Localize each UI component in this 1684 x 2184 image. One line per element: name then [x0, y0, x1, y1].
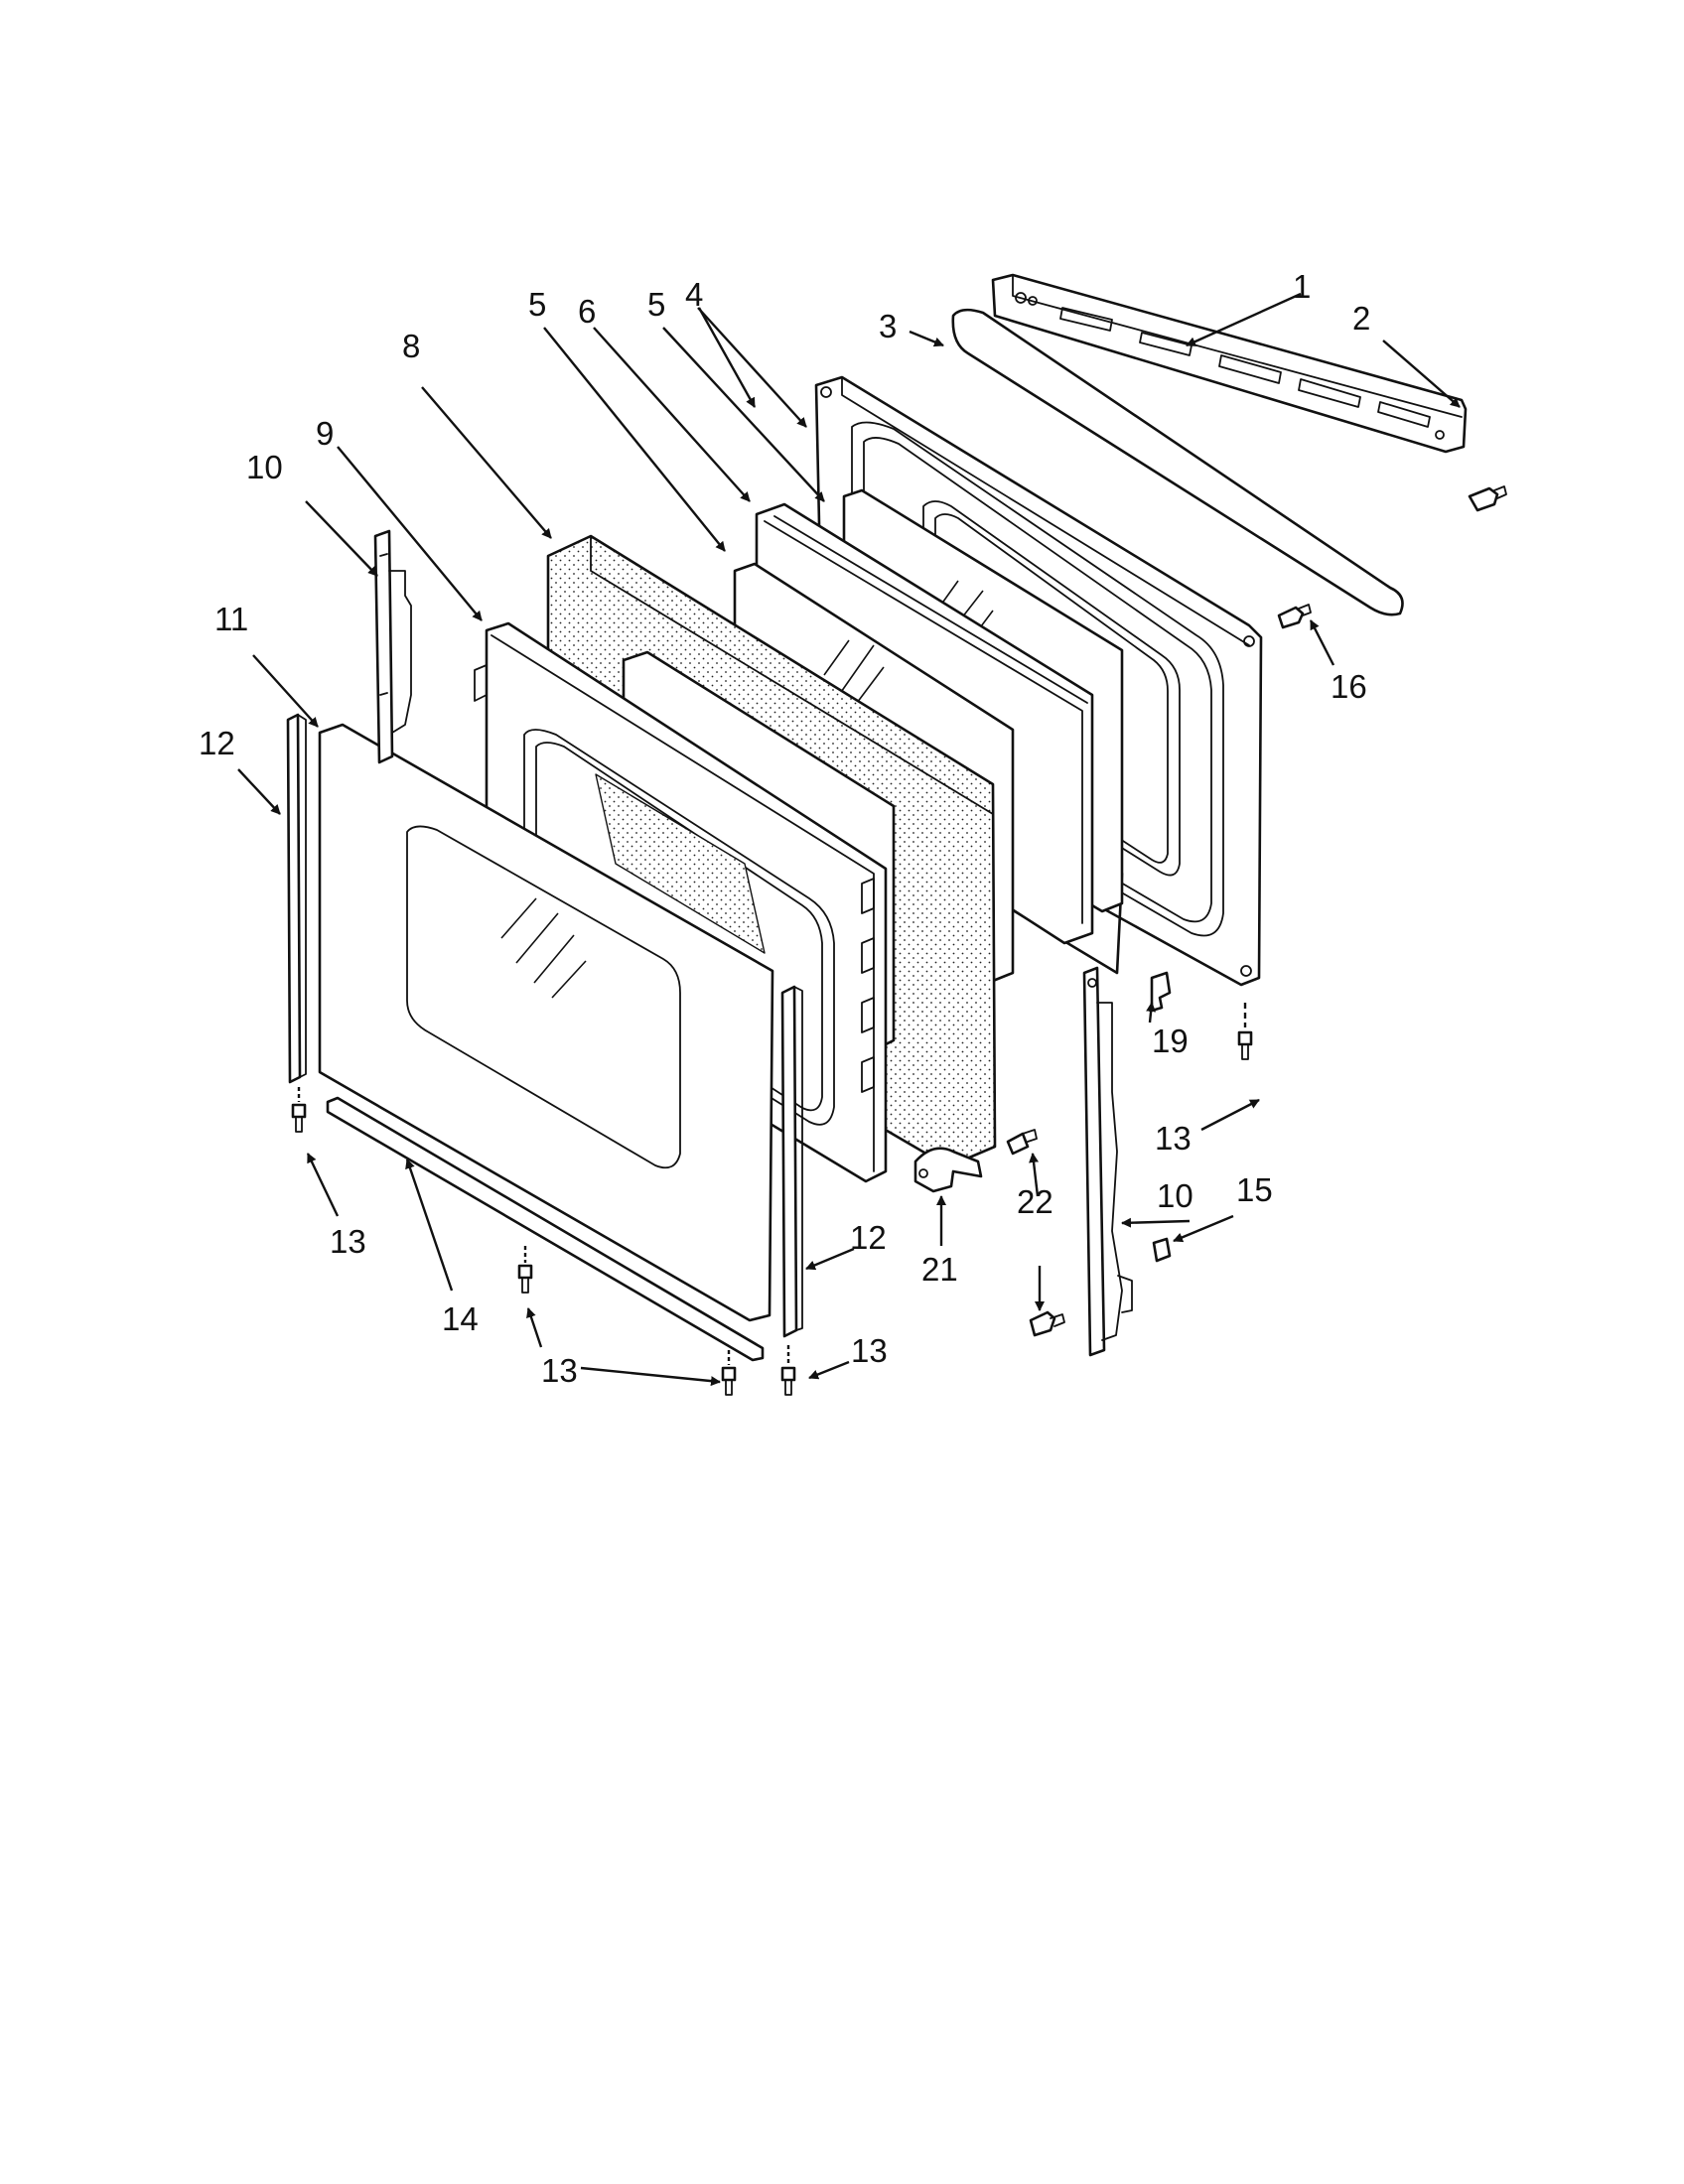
leader-lines: [237, 292, 1461, 1387]
callout-8: 8: [402, 328, 420, 364]
bracket-part: [913, 1147, 983, 1193]
callout-22: 22: [1017, 1183, 1053, 1220]
screw-icon: [780, 1366, 796, 1396]
callout-13a: 13: [330, 1223, 366, 1260]
screw-icon: [1468, 485, 1507, 512]
callout-21: 21: [921, 1251, 958, 1288]
hinge-icon: [1082, 966, 1133, 1357]
callout-16: 16: [1331, 668, 1367, 705]
door-handle-icon: [991, 273, 1468, 454]
callout-13c: 13: [851, 1332, 888, 1369]
callout-3: 3: [879, 308, 897, 344]
callout-12b: 12: [850, 1219, 887, 1256]
screw-icon: [1237, 1030, 1253, 1060]
screw-icon: [291, 1103, 307, 1133]
callout-13b: 13: [541, 1352, 578, 1389]
callout-9: 9: [316, 415, 334, 452]
screw-icon: [1029, 1310, 1065, 1337]
callout-13d: 13: [1155, 1120, 1192, 1157]
side-trim-right: [780, 985, 803, 1338]
outer-door-panel: [318, 723, 774, 1322]
screw-icon: [517, 1264, 533, 1294]
callout-12a: 12: [199, 725, 235, 761]
bottom-trim: [326, 1096, 765, 1362]
callout-14: 14: [442, 1300, 479, 1337]
callout-10a: 10: [246, 449, 283, 485]
spacer-block: [1152, 1237, 1172, 1263]
callout-labels: 1 2 3 4 5 5 6 8 9 10 10 11 12 12 13 13 1…: [199, 268, 1370, 1389]
callout-4: 4: [685, 276, 703, 313]
side-trim-left: [286, 713, 307, 1084]
callout-11: 11: [214, 601, 248, 637]
callout-5b: 5: [528, 286, 546, 323]
screw-icon: [1277, 604, 1312, 629]
hinge-icon: [373, 529, 412, 764]
clip-part: [1150, 971, 1172, 1013]
screw-icon: [1006, 1129, 1038, 1156]
callout-15: 15: [1236, 1171, 1273, 1208]
callout-19: 19: [1152, 1023, 1189, 1059]
handle-trim: [951, 308, 1404, 616]
callout-6: 6: [578, 293, 596, 330]
callout-2: 2: [1352, 300, 1370, 337]
callout-10b: 10: [1157, 1177, 1193, 1214]
screw-icon: [721, 1366, 737, 1396]
callout-1: 1: [1293, 268, 1311, 305]
callout-5a: 5: [647, 286, 665, 323]
